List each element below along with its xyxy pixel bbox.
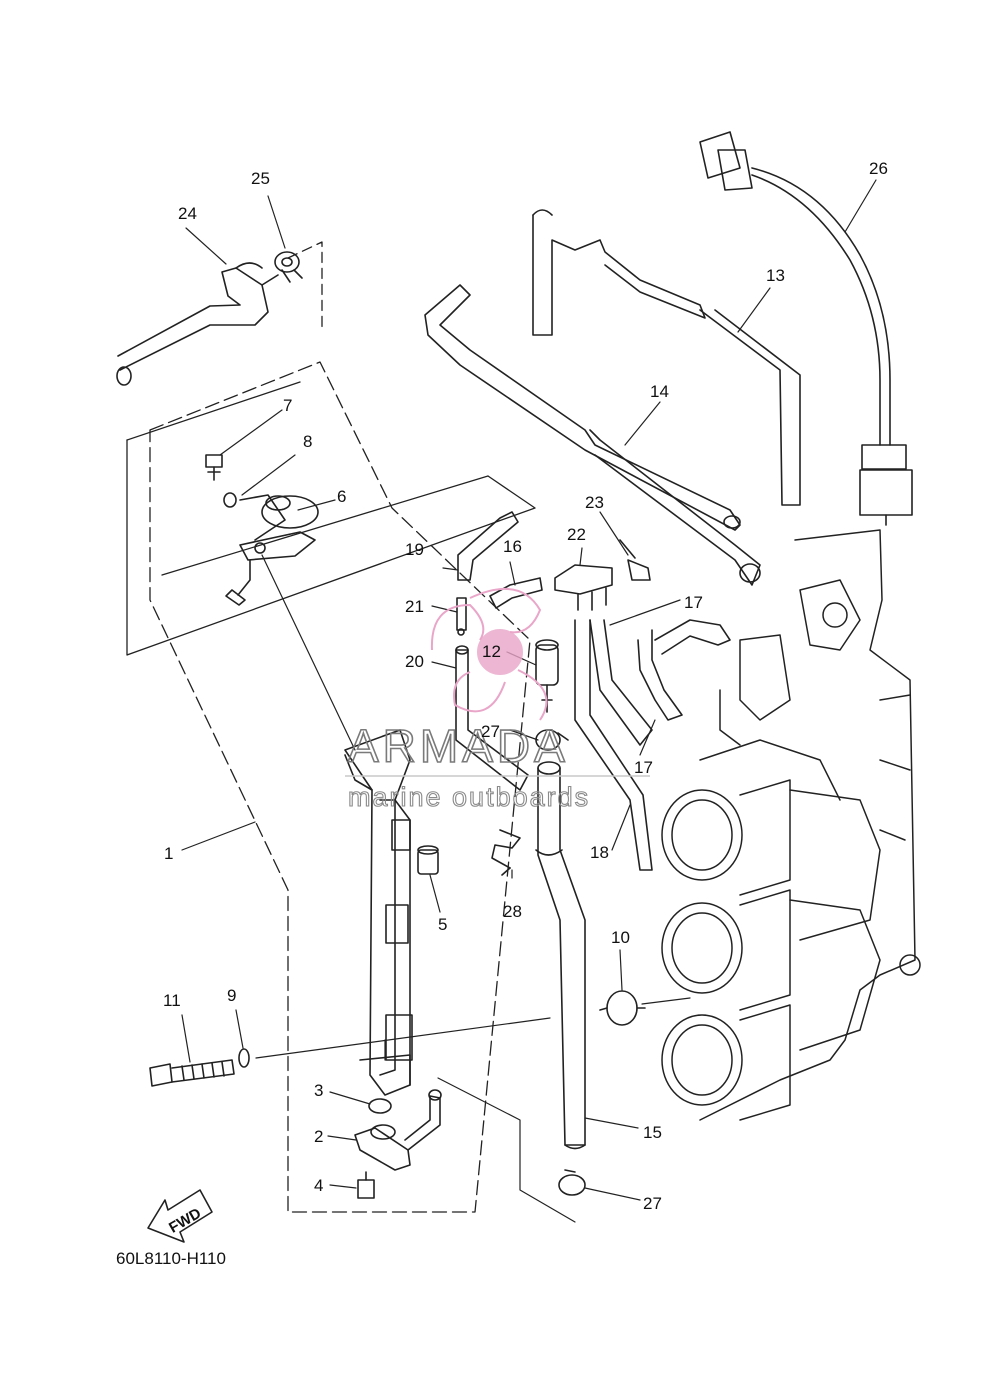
watermark-tagline: marine outboards xyxy=(348,782,590,812)
clamp-27-upper xyxy=(535,729,569,751)
callout-17-upper: 17 xyxy=(684,593,703,612)
hose-14 xyxy=(424,284,761,586)
callout-15: 15 xyxy=(643,1123,662,1142)
watermark: ARMADA marine outboards xyxy=(345,587,650,813)
callout-5: 5 xyxy=(438,915,447,934)
hose-13 xyxy=(532,209,801,506)
callout-28: 28 xyxy=(503,902,522,921)
screw-4 xyxy=(357,1171,375,1199)
bolt-11 xyxy=(149,1059,235,1087)
hose-15 xyxy=(535,761,586,1150)
callout-25: 25 xyxy=(251,169,270,188)
callout-27-upper: 27 xyxy=(481,722,500,741)
hose-18 xyxy=(574,619,653,871)
callout-4: 4 xyxy=(314,1176,323,1195)
frame-regulator-group xyxy=(126,381,536,656)
callout-14: 14 xyxy=(650,382,669,401)
callout-12: 12 xyxy=(482,642,501,661)
clip-28 xyxy=(491,829,521,876)
pressure-regulator-6 xyxy=(225,494,319,606)
screw-7 xyxy=(205,454,223,481)
dashed-frame-hose-24 xyxy=(287,241,323,331)
o-ring-3 xyxy=(368,1098,392,1114)
callout-13: 13 xyxy=(766,266,785,285)
fuel-rail-1 xyxy=(344,729,413,1096)
callout-6: 6 xyxy=(337,487,346,506)
callout-11: 11 xyxy=(163,991,181,1010)
callout-20: 20 xyxy=(405,652,424,671)
callout-18: 18 xyxy=(590,843,609,862)
o-ring-8 xyxy=(223,492,237,508)
hose-19 xyxy=(457,511,519,581)
hose-16 xyxy=(489,577,543,609)
dashed-frame-injector-group xyxy=(149,361,531,1213)
callout-8: 8 xyxy=(303,432,312,451)
callout-22: 22 xyxy=(567,525,586,544)
clamp-25 xyxy=(274,251,303,283)
throttle-body-assembly xyxy=(661,529,921,1121)
connector-21 xyxy=(456,597,467,636)
clamp-27-lower xyxy=(558,1169,586,1196)
callout-9: 9 xyxy=(227,986,236,1005)
callout-26: 26 xyxy=(869,159,888,178)
callout-17-lower: 17 xyxy=(634,758,653,777)
callout-23: 23 xyxy=(585,493,604,512)
callout-2: 2 xyxy=(314,1127,323,1146)
harness-26 xyxy=(699,131,913,526)
callout-labels: 1 2 3 4 5 6 7 8 9 10 11 12 13 14 15 16 1… xyxy=(163,159,888,1213)
hose-20 xyxy=(455,645,529,791)
armada-propeller-logo xyxy=(430,587,548,721)
callout-3: 3 xyxy=(314,1081,323,1100)
callout-24: 24 xyxy=(178,204,197,223)
fwd-arrow: FWD xyxy=(147,1189,213,1243)
fuel-fitting-2 xyxy=(354,1089,442,1171)
joint-22 xyxy=(554,564,613,611)
clamp-23 xyxy=(619,539,651,581)
callout-10: 10 xyxy=(611,928,630,947)
callout-21: 21 xyxy=(405,597,424,616)
cap-5 xyxy=(417,845,439,875)
diagram-code: 60L8110-H110 xyxy=(116,1249,226,1268)
grommet-10 xyxy=(599,990,646,1026)
callout-27-lower: 27 xyxy=(643,1194,662,1213)
washer-9 xyxy=(238,1048,250,1068)
hose-24 xyxy=(116,262,279,386)
hose-17 xyxy=(589,619,731,746)
callout-19: 19 xyxy=(405,540,424,559)
callout-1: 1 xyxy=(164,844,173,863)
callout-7: 7 xyxy=(283,396,292,415)
callout-16: 16 xyxy=(503,537,522,556)
leader-lines xyxy=(181,179,877,1223)
watermark-brand: ARMADA xyxy=(348,720,569,772)
